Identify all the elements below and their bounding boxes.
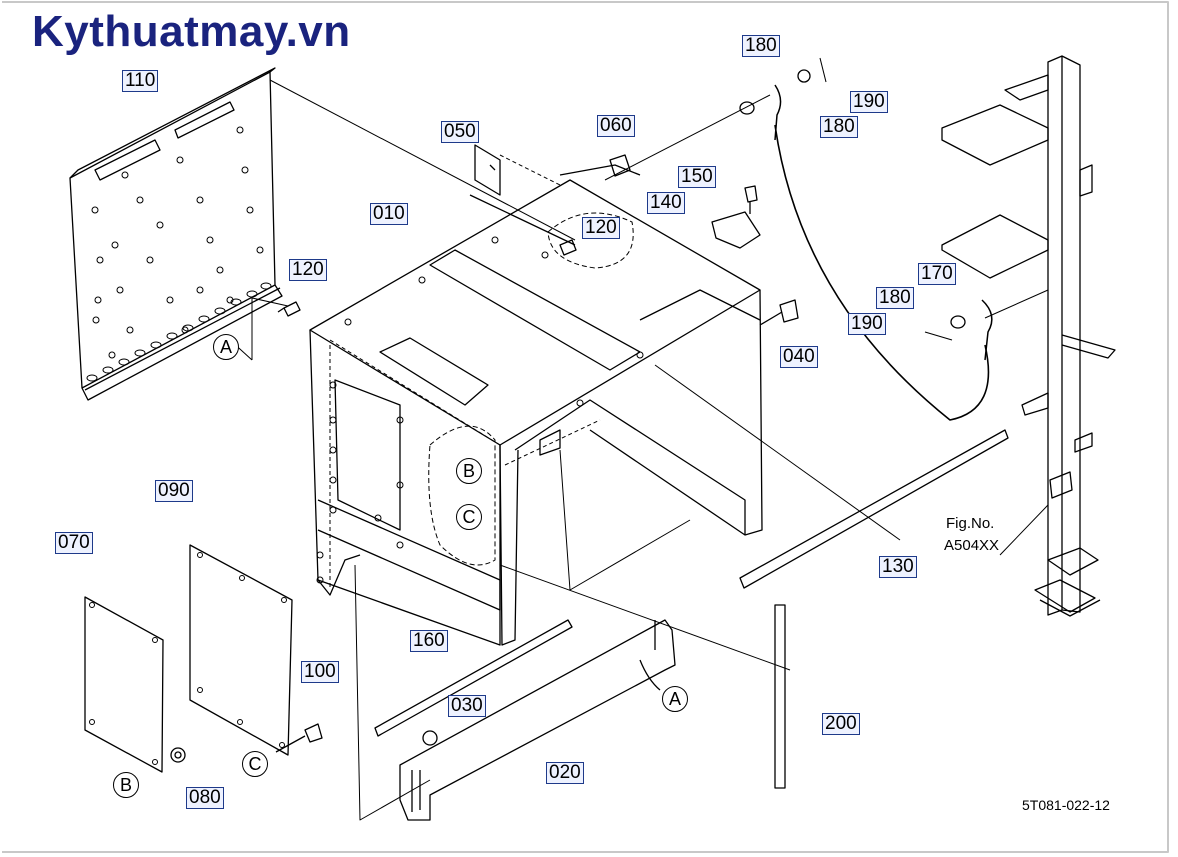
part-label-180-top: 180 <box>742 35 780 57</box>
cable-180 <box>774 124 990 421</box>
bracket-020 <box>399 619 676 821</box>
part-label-190-right: 190 <box>848 313 886 335</box>
callout-b-plate: B <box>113 772 139 798</box>
strip-130 <box>739 429 1009 589</box>
bolt-150 <box>744 185 758 214</box>
callout-a-bracket: A <box>662 686 688 712</box>
callout-b-detail: B <box>456 458 482 484</box>
part-label-010: 010 <box>370 203 408 225</box>
drawing-code: 5T081-022-12 <box>1022 797 1110 813</box>
panel-110 <box>69 67 283 401</box>
plate-070 <box>84 596 164 773</box>
part-label-180-right: 180 <box>876 287 914 309</box>
part-label-110: 110 <box>122 70 159 92</box>
box-010-holes <box>316 236 644 584</box>
bolt-120-left <box>277 301 301 317</box>
part-label-180-mid: 180 <box>820 116 858 138</box>
nut-030 <box>422 730 438 746</box>
part-label-060: 060 <box>597 115 635 137</box>
fig-no-value: A504XX <box>944 537 1000 554</box>
strip-200 <box>774 604 786 789</box>
plate-090 <box>189 544 293 756</box>
part-label-100: 100 <box>301 661 339 683</box>
part-label-160: 160 <box>410 630 448 652</box>
grommet-080 <box>170 747 186 763</box>
detail-outline-120 <box>547 212 634 269</box>
washer-180-top <box>739 101 755 115</box>
part-label-120-left: 120 <box>289 259 327 281</box>
part-label-170: 170 <box>918 263 956 285</box>
nut-040 <box>779 299 799 323</box>
part-label-030: 030 <box>448 695 486 717</box>
detail-outline-bc <box>428 425 496 566</box>
box-010 <box>309 164 763 821</box>
part-label-190-top: 190 <box>850 91 888 113</box>
leader-110 <box>269 79 576 241</box>
panel-110-slots <box>86 282 272 382</box>
part-label-080: 080 <box>186 787 224 809</box>
part-label-140: 140 <box>647 192 685 214</box>
nut-060 <box>609 154 631 177</box>
part-label-120-detail: 120 <box>582 217 620 239</box>
site-logo-text: Kythuatmay.vn <box>32 7 351 56</box>
part-label-150: 150 <box>678 166 716 188</box>
fig-no-label: Fig.No. <box>946 515 995 532</box>
part-label-040: 040 <box>780 346 818 368</box>
part-label-200: 200 <box>822 713 860 735</box>
part-label-070: 070 <box>55 532 93 554</box>
part-label-020: 020 <box>546 762 584 784</box>
callout-c-detail: C <box>456 504 482 530</box>
part-label-130: 130 <box>879 556 917 578</box>
frame-right <box>941 55 1116 617</box>
part-label-090: 090 <box>155 480 193 502</box>
strip-160 <box>374 619 573 737</box>
bracket-050 <box>474 144 501 196</box>
callout-a-panel: A <box>213 334 239 360</box>
screw-100 <box>275 723 323 753</box>
latch-140 <box>711 211 761 249</box>
panel-110-holes <box>91 126 264 359</box>
part-label-050: 050 <box>441 121 479 143</box>
washer-180-right <box>950 315 966 329</box>
callout-c-plate: C <box>242 751 268 777</box>
